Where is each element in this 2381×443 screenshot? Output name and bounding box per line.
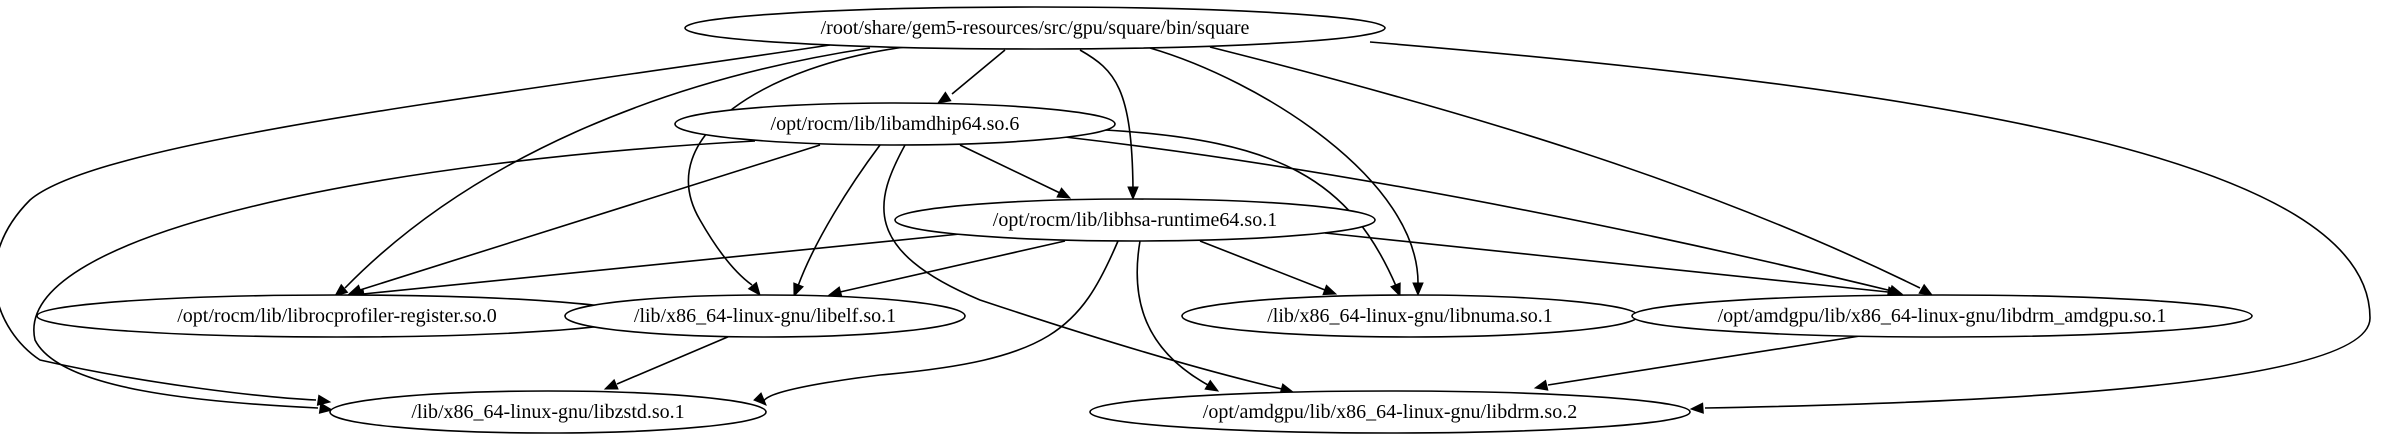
edge-line — [33, 140, 756, 409]
edge-square-to-libnuma — [1149, 47, 1424, 297]
edge-square-to-libamdhip64 — [936, 49, 1006, 104]
node-libdrm-amdgpu[interactable]: /opt/amdgpu/lib/x86_64-linux-gnu/libdrm_… — [1631, 294, 2253, 338]
edge-line — [1149, 47, 1419, 286]
edge-line — [0, 44, 831, 401]
arrowhead — [1056, 187, 1072, 199]
arrowhead — [603, 378, 619, 390]
node-label-square: /root/share/gem5-resources/src/gpu/squar… — [821, 17, 1250, 39]
edge-line — [359, 144, 821, 291]
edge-line — [1209, 46, 1921, 289]
arrowhead — [747, 281, 761, 297]
arrowhead — [1322, 284, 1338, 296]
edge-line — [687, 46, 906, 286]
arrowhead — [827, 286, 843, 298]
node-label-libzstd: /lib/x86_64-linux-gnu/libzstd.so.1 — [411, 401, 684, 423]
arrowhead — [1204, 379, 1220, 392]
edge-line — [797, 144, 881, 287]
edge-square-to-libdrm_amdgpu — [1209, 46, 1934, 296]
edge-square-to-libzstd — [0, 44, 831, 406]
edge-libamdhip64-to-libnuma — [1104, 129, 1401, 298]
node-label-libnuma: /lib/x86_64-linux-gnu/libnuma.so.1 — [1267, 305, 1553, 327]
arrowhead — [1390, 282, 1401, 298]
edge-line — [1136, 240, 1209, 386]
node-label-libdrm: /opt/amdgpu/lib/x86_64-linux-gnu/libdrm.… — [1203, 401, 1577, 423]
edge-line — [1064, 136, 1893, 292]
edge-line — [1324, 232, 1889, 293]
edge-libamdhip64-to-libelf — [793, 144, 881, 298]
arrowhead — [1127, 186, 1139, 201]
node-libhsa[interactable]: /opt/rocm/lib/libhsa-runtime64.so.1 — [894, 198, 1376, 242]
node-label-libhsa: /opt/rocm/lib/libhsa-runtime64.so.1 — [993, 209, 1277, 231]
arrowhead — [1533, 379, 1549, 391]
node-square[interactable]: /root/share/gem5-resources/src/gpu/squar… — [684, 6, 1386, 50]
edge-line — [951, 49, 1006, 95]
edge-line — [763, 240, 1119, 404]
edge-line — [1547, 335, 1861, 386]
edge-line — [883, 144, 1283, 390]
edge-line — [1104, 129, 1397, 287]
arrowhead — [936, 91, 952, 104]
edge-libhsa-to-libdrm_amdgpu — [1324, 232, 1902, 298]
edge-libdrm_amdgpu-to-libdrm — [1533, 335, 1861, 391]
edge-line — [839, 240, 1066, 293]
edge-line — [1369, 41, 2371, 409]
edge-line — [362, 233, 961, 295]
edge-line — [616, 335, 731, 385]
edges-layer — [0, 41, 2371, 414]
edge-libamdhip64-to-libhsa — [959, 144, 1072, 199]
arrowhead — [316, 394, 332, 406]
edge-square-to-libdrm — [1369, 41, 2371, 414]
edge-square-to-libhsa — [1079, 49, 1139, 201]
edge-libamdhip64-to-libzstd — [33, 140, 756, 414]
edge-line — [344, 47, 871, 289]
node-libnuma[interactable]: /lib/x86_64-linux-gnu/libnuma.so.1 — [1181, 294, 1639, 338]
edge-libhsa-to-libdrm — [1136, 240, 1220, 392]
node-libdrm[interactable]: /opt/amdgpu/lib/x86_64-linux-gnu/libdrm.… — [1089, 390, 1691, 434]
arrowhead — [1918, 283, 1934, 296]
node-label-libelf: /lib/x86_64-linux-gnu/libelf.so.1 — [634, 305, 896, 327]
node-libelf[interactable]: /lib/x86_64-linux-gnu/libelf.so.1 — [564, 294, 966, 338]
arrowhead — [1689, 402, 1704, 414]
node-label-libamdhip64: /opt/rocm/lib/libamdhip64.so.6 — [771, 113, 1020, 135]
arrowhead — [753, 392, 767, 406]
node-libzstd[interactable]: /lib/x86_64-linux-gnu/libzstd.so.1 — [329, 390, 767, 434]
arrowhead — [318, 402, 334, 414]
edge-libhsa-to-libnuma — [1199, 240, 1338, 296]
nodes-layer: /root/share/gem5-resources/src/gpu/squar… — [36, 6, 2253, 434]
node-label-librocprofiler: /opt/rocm/lib/librocprofiler-register.so… — [177, 305, 497, 327]
edge-libamdhip64-to-libdrm — [883, 144, 1295, 395]
node-librocprofiler[interactable]: /opt/rocm/lib/librocprofiler-register.so… — [36, 294, 638, 338]
arrowhead — [793, 282, 804, 298]
edge-libelf-to-libzstd — [603, 335, 731, 390]
edge-line — [959, 144, 1061, 194]
node-label-libdrm-amdgpu: /opt/amdgpu/lib/x86_64-linux-gnu/libdrm_… — [1718, 305, 2167, 327]
edge-libhsa-to-libelf — [827, 240, 1066, 298]
edge-libhsa-to-librocprofiler — [350, 233, 961, 300]
arrowhead — [1412, 282, 1424, 297]
edge-libhsa-to-libzstd — [753, 240, 1119, 406]
edge-square-to-libelf — [687, 46, 906, 297]
edge-square-to-librocprofiler — [333, 47, 871, 297]
edge-line — [1199, 240, 1326, 291]
edge-line — [1079, 49, 1134, 190]
node-libamdhip64[interactable]: /opt/rocm/lib/libamdhip64.so.6 — [674, 102, 1116, 146]
